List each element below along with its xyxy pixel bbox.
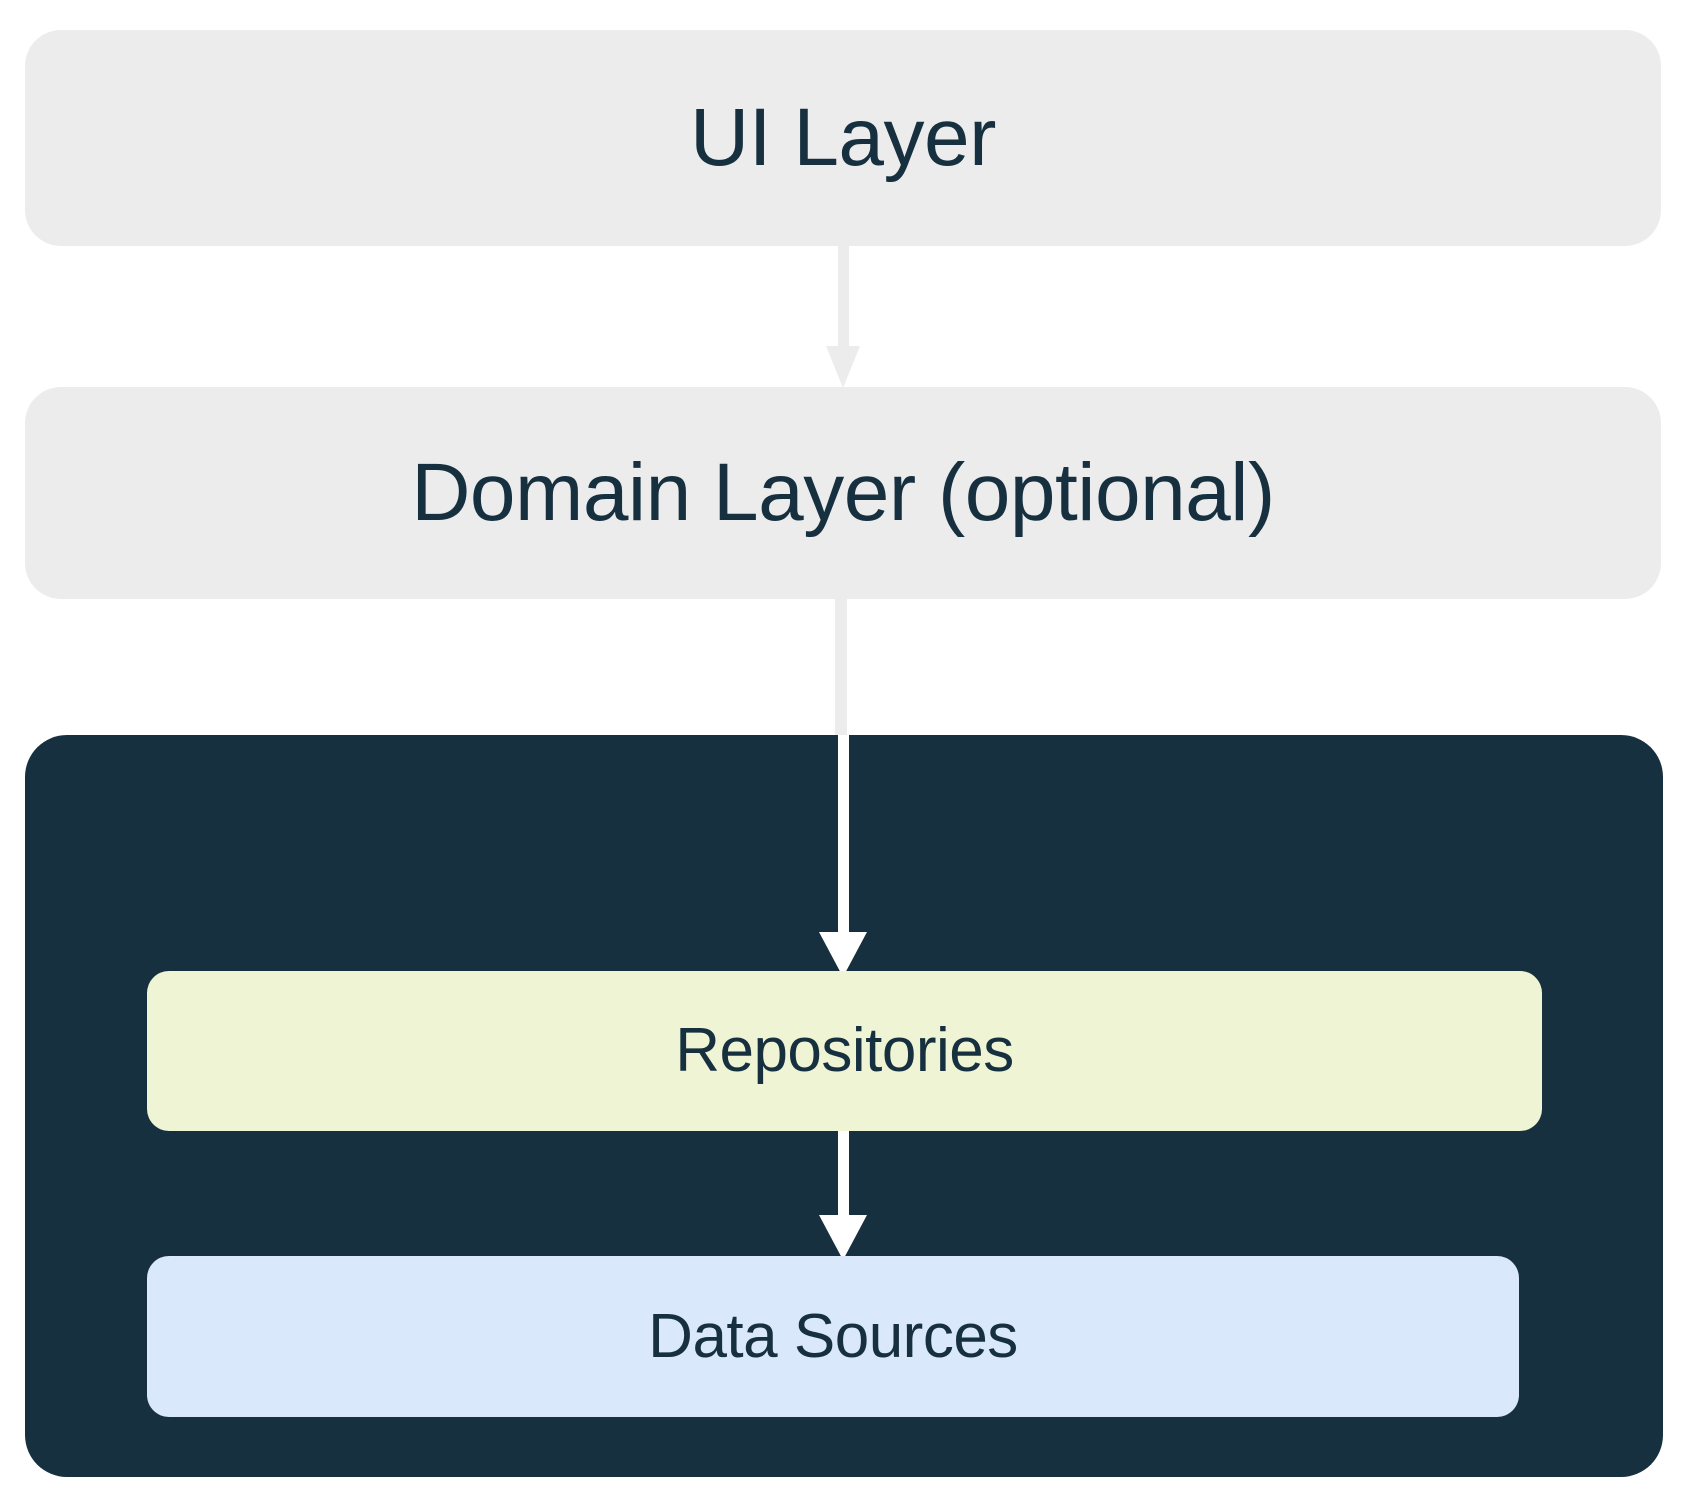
arrow-stem (838, 246, 849, 348)
domain-layer-box: Domain Layer (optional) (25, 387, 1661, 599)
arrow-domain-to-repositories-icon (819, 735, 867, 977)
data-layer-box: Data Layer Repositories Data Sources (25, 735, 1663, 1511)
arrow-stem (838, 1131, 849, 1217)
data-sources-label: Data Sources (648, 1301, 1018, 1371)
arrow-stem (838, 735, 849, 935)
arrow-head (826, 346, 860, 388)
arrow-domain-to-repositories-stem-outer (835, 599, 847, 736)
arrow-repositories-to-data-sources-icon (818, 1131, 868, 1260)
ui-layer-label: UI Layer (690, 92, 996, 183)
data-sources-box: Data Sources (147, 1256, 1519, 1417)
arrow-head (819, 1215, 867, 1260)
repositories-label: Repositories (675, 1016, 1014, 1085)
domain-layer-label: Domain Layer (optional) (411, 447, 1275, 538)
repositories-box: Repositories (147, 971, 1542, 1131)
arrow-ui-to-domain-icon (826, 246, 860, 388)
data-layer-label: Data Layer (172, 1483, 569, 1511)
ui-layer-box: UI Layer (25, 30, 1661, 246)
